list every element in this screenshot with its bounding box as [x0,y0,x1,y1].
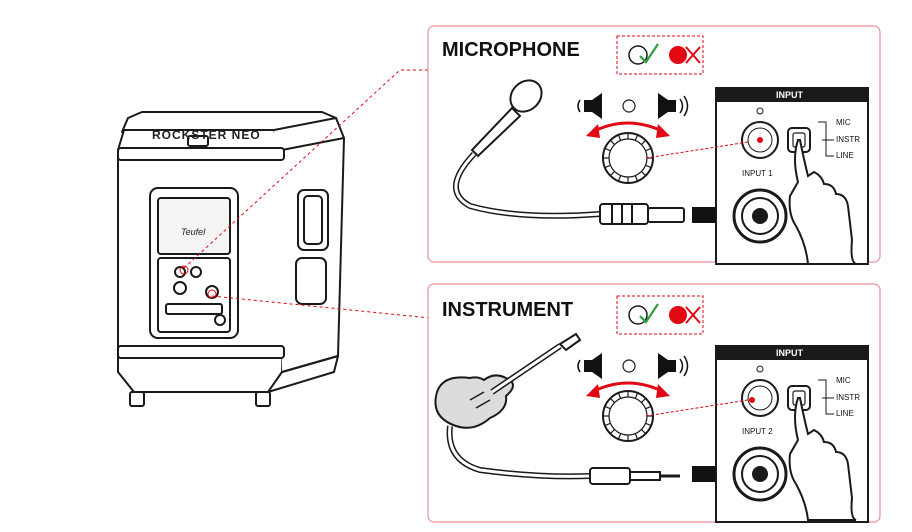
teufel-logo: Teufel [181,227,206,237]
hand-icon [788,397,857,521]
microphone-icon [452,79,685,225]
switch-option-line: LINE [836,151,854,160]
indicator-legend [616,295,704,335]
panel-instrument: INSTRUMENT [427,283,881,523]
switch-option-mic: MIC [836,118,851,127]
panel-title: MICROPHONE [442,39,580,61]
input2-marker [207,289,217,299]
led-red-icon [669,46,687,64]
input-header: INPUT [776,90,804,100]
gain-knob[interactable] [602,132,654,184]
input-label: INPUT 1 [742,169,773,178]
switch-option-mic: MIC [836,376,851,385]
panel-title: INSTRUMENT [442,299,573,321]
check-icon [639,43,659,64]
clip-led-icon [622,99,636,113]
speaker-brand-text: ROCKSTER NEO [152,128,261,142]
input-label: INPUT 2 [742,427,773,436]
combo-jack[interactable] [732,188,788,244]
speaker-mute-icon [577,353,602,379]
switch-option-line: LINE [836,409,854,418]
input-header: INPUT [776,348,804,358]
gain-knob[interactable] [602,390,654,442]
clip-led-icon [622,359,636,373]
cross-icon [685,306,701,324]
led-red-icon [669,306,687,324]
check-icon [639,303,659,324]
switch-option-instr: INSTR [836,135,860,144]
panel-microphone: MICROPHONE [427,25,881,265]
electric-guitar-icon [434,332,680,485]
speaker-mute-icon [577,93,602,119]
speaker-loud-icon [658,353,689,379]
hand-icon [788,139,857,265]
speaker-loud-icon [658,93,689,119]
callout-lines [183,69,431,319]
input-gain-knob[interactable] [741,379,779,417]
indicator-legend [616,35,704,75]
switch-option-instr: INSTR [836,393,860,402]
input1-marker [179,265,189,275]
cross-icon [685,46,701,64]
speaker-illustration [117,111,345,407]
combo-jack[interactable] [732,446,788,502]
